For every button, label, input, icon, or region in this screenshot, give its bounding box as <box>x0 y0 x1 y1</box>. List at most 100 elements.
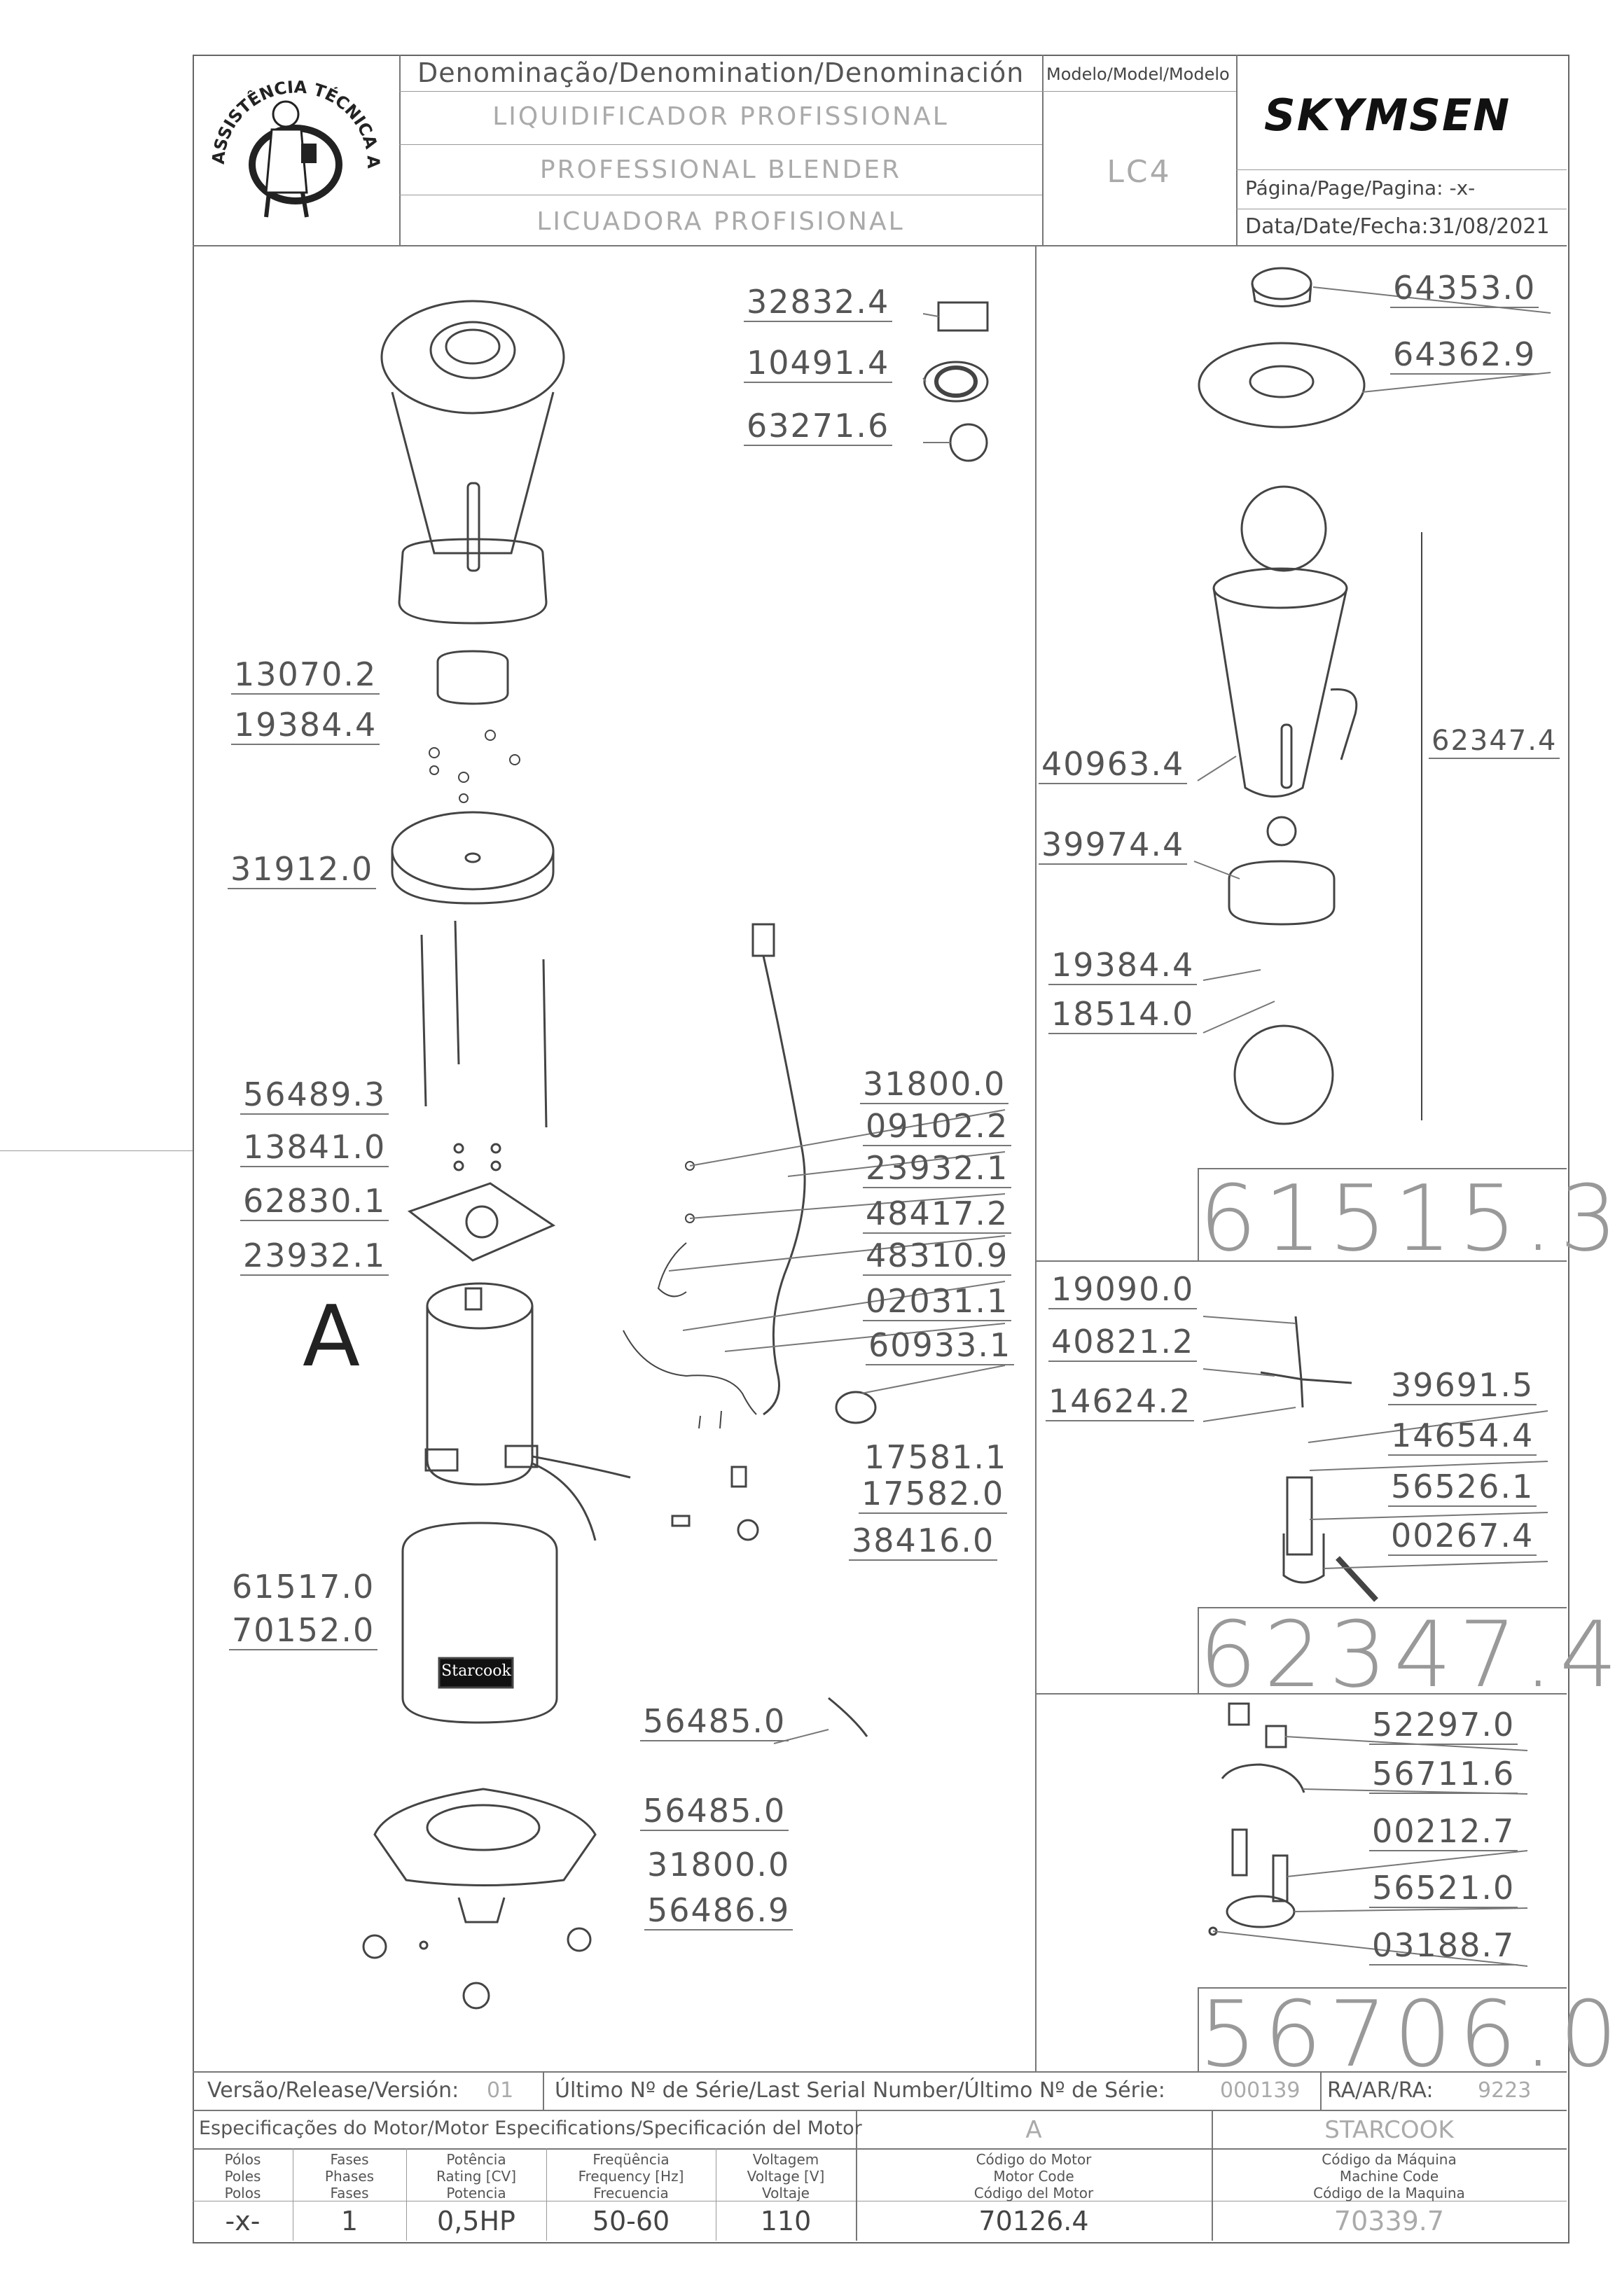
part-60933-1: 60933.1 <box>866 1329 1015 1365</box>
footer-v-7 <box>546 2148 547 2241</box>
serial-label: Último Nº de Série/Last Serial Number/Úl… <box>555 2078 1165 2103</box>
release-value: 01 <box>487 2078 514 2103</box>
info-icons-drawing <box>923 301 989 462</box>
right-section-2-bottom <box>1035 1693 1567 1695</box>
col-poles-header: Pólos Poles Polos <box>224 2151 261 2201</box>
motor-section-label-a: A <box>303 1288 361 1386</box>
machine-brand: STARCOOK <box>1324 2116 1454 2144</box>
val-rating: 0,5HP <box>437 2206 515 2236</box>
part-31800-0-top: 31800.0 <box>860 1068 1009 1104</box>
footer-line-3 <box>193 2148 1567 2150</box>
part-19384-4-right: 19384.4 <box>1048 949 1198 985</box>
brand-logo: SKYMSEN <box>1264 90 1511 141</box>
part-14624-2: 14624.2 <box>1046 1385 1195 1421</box>
part-39974-4: 39974.4 <box>1039 828 1188 865</box>
header-divider-3 <box>1236 55 1238 245</box>
val-freq: 50-60 <box>592 2206 670 2236</box>
assembly-box-2-top <box>1198 1607 1567 1608</box>
col-rating-header: Potência Rating [CV] Potencia <box>436 2151 517 2201</box>
assembly-box-2-left <box>1198 1607 1199 1693</box>
footer-v-2 <box>1320 2071 1322 2110</box>
switch-drawing <box>671 1391 877 1541</box>
jar-lid-drawing <box>380 300 565 415</box>
val-phases: 1 <box>340 2206 359 2236</box>
header-row-line-2 <box>399 144 1042 145</box>
assembly-number-56706: 56706.0 <box>1199 1981 1622 2087</box>
footer-v-1 <box>543 2071 544 2110</box>
part-31800-0-base: 31800.0 <box>647 1846 791 1884</box>
blade-detail-circle <box>1240 485 1327 572</box>
part-19384-4: 19384.4 <box>231 709 380 745</box>
col-voltage-header: Voltagem Voltage [V] Voltaje <box>747 2151 825 2201</box>
part-62830-1: 62830.1 <box>240 1185 389 1221</box>
name-es: LICUADORA PROFISIONAL <box>536 207 905 236</box>
part-02031-1: 02031.1 <box>863 1285 1012 1321</box>
part-56485-0-base: 56485.0 <box>640 1795 789 1831</box>
part-23932-1-right: 23932.1 <box>863 1152 1012 1188</box>
mount-plate-drawing <box>407 1143 556 1262</box>
assembly-box-3-top <box>1198 1987 1567 1989</box>
part-17581-1: 17581.1 <box>864 1438 1008 1476</box>
part-19090-0: 19090.0 <box>1048 1273 1198 1309</box>
assembly-number-61515: 61515.3 <box>1199 1165 1622 1272</box>
coupling-assembly-drawing <box>1208 1702 1305 1936</box>
denomination-label: Denominação/Denomination/Denominación <box>417 57 1025 88</box>
release-label: Versão/Release/Versión: <box>207 2078 459 2103</box>
jar-base-drawing <box>398 538 548 625</box>
part-18514-0: 18514.0 <box>1048 998 1198 1034</box>
header-row-line-4 <box>1042 91 1236 92</box>
ra-value: 9223 <box>1478 2078 1532 2103</box>
val-motor-code: 70126.4 <box>978 2206 1089 2236</box>
header-divider-2 <box>1042 55 1044 245</box>
name-pt: LIQUIDIFICADOR PROFISSIONAL <box>492 102 949 131</box>
part-14654-4: 14654.4 <box>1388 1419 1537 1456</box>
assembly-box-1-left <box>1198 1168 1199 1260</box>
jar-right-drawing <box>1212 567 1358 798</box>
part-17582-0: 17582.0 <box>859 1477 1008 1514</box>
seal-detail-circle <box>1266 816 1297 847</box>
assembly-box-1-top <box>1198 1168 1567 1169</box>
header-row-line-1 <box>399 91 1042 92</box>
jar-lid-right-drawing <box>1198 342 1366 429</box>
part-52297-0: 52297.0 <box>1369 1709 1518 1745</box>
part-09102-2: 09102.2 <box>863 1110 1012 1146</box>
part-23932-1-left: 23932.1 <box>240 1239 389 1276</box>
part-56486-9: 56486.9 <box>644 1894 793 1930</box>
name-en: PROFESSIONAL BLENDER <box>539 155 902 184</box>
small-wire-drawing <box>828 1697 868 1737</box>
part-00212-7: 00212.7 <box>1369 1815 1518 1851</box>
coupling-detail-circle <box>1233 1024 1334 1125</box>
crop-mark <box>0 1150 193 1151</box>
motor-drawing <box>424 1282 631 1541</box>
part-10491-4: 10491.4 <box>744 347 893 383</box>
screws-drawing <box>429 730 520 803</box>
part-48310-9: 48310.9 <box>863 1239 1012 1276</box>
footer-v-4 <box>1212 2110 1213 2241</box>
part-03188-7: 03188.7 <box>1369 1929 1518 1965</box>
part-64353-0: 64353.0 <box>1390 272 1539 308</box>
part-32832-4: 32832.4 <box>744 286 893 322</box>
footer-top-line <box>193 2071 1567 2073</box>
part-64362-9: 64362.9 <box>1390 338 1539 375</box>
header-row-line-5 <box>1236 169 1567 170</box>
part-56711-6: 56711.6 <box>1369 1758 1518 1794</box>
part-61517-0: 61517.0 <box>232 1568 375 1606</box>
part-56489-3: 56489.3 <box>240 1078 389 1115</box>
part-56521-0: 56521.0 <box>1369 1872 1518 1908</box>
part-40963-4: 40963.4 <box>1039 748 1188 784</box>
blade-assembly-drawing <box>1260 1316 1378 1602</box>
serial-value: 000139 <box>1220 2078 1301 2103</box>
footer-line-2 <box>193 2110 1567 2111</box>
wiring-drawing <box>623 1161 757 1429</box>
part-39691-5: 39691.5 <box>1388 1369 1537 1405</box>
footer-v-3 <box>856 2110 857 2241</box>
part-70152-0: 70152.0 <box>229 1614 378 1650</box>
authorized-service-badge: ASSISTÊNCIA TÉCNICA AUTORIZADA <box>196 60 383 218</box>
part-63271-6: 63271.6 <box>744 410 893 446</box>
assembly-number-62347: 62347.4 <box>1199 1601 1622 1708</box>
footer-v-6 <box>406 2148 407 2241</box>
body-vertical-divider <box>1035 245 1037 2071</box>
val-voltage: 110 <box>760 2206 812 2236</box>
part-48417-2: 48417.2 <box>863 1197 1012 1234</box>
power-cord-drawing <box>751 923 806 1416</box>
